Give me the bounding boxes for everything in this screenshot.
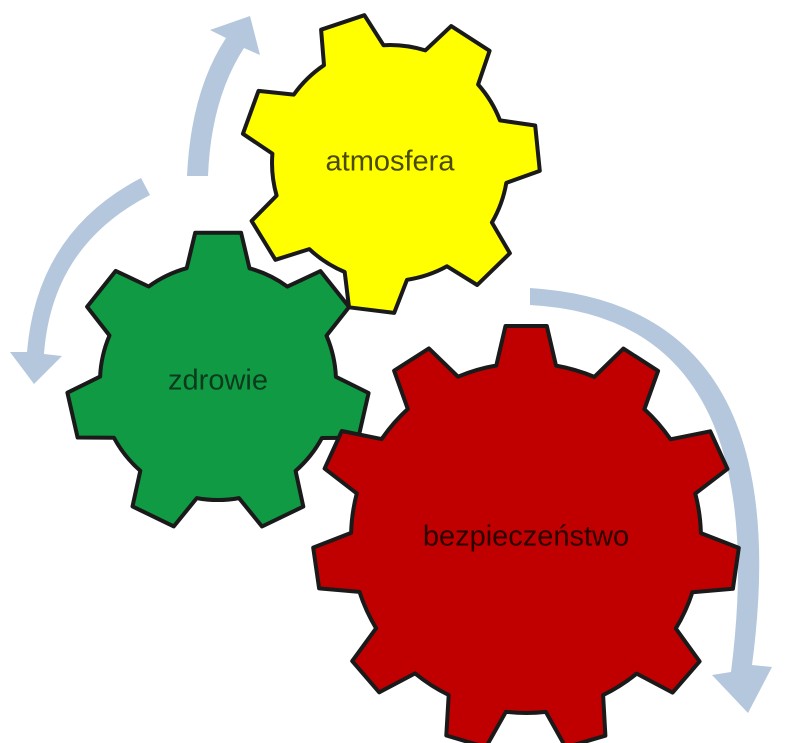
gear-bezpieczenstwo-label: bezpieczeństwo: [423, 521, 629, 553]
gear-atmosfera: atmosfera: [240, 13, 542, 315]
gear-bezpieczenstwo-shape: [311, 324, 741, 743]
gear-zdrowie: zdrowie: [65, 230, 371, 529]
gear-zdrowie-label: zdrowie: [168, 365, 268, 397]
gear-bezpieczenstwo: bezpieczeństwo: [311, 324, 741, 743]
gear-atmosfera-label: atmosfera: [326, 146, 456, 178]
gear-zdrowie-shape: [65, 230, 371, 529]
curved-arrow-up-icon: [187, 16, 260, 176]
curved-arrow-down-icon: [10, 178, 150, 384]
gear-atmosfera-shape: [240, 13, 542, 315]
curved-arrow-down-icon: [530, 288, 772, 713]
